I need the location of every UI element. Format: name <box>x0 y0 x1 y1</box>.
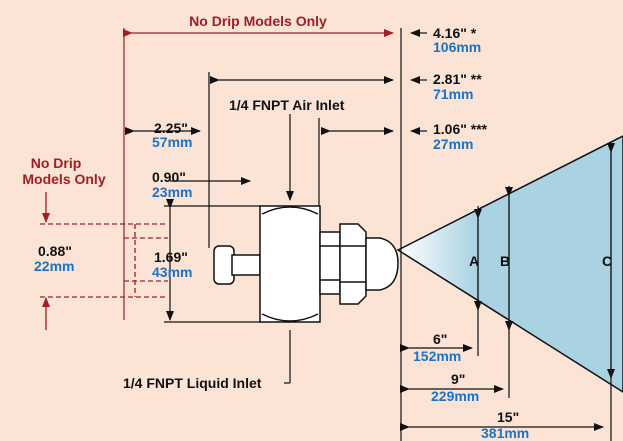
tip-dim-inch: 1.06" *** <box>433 121 488 137</box>
dist-6-mm: 152mm <box>413 348 461 364</box>
drip-dims <box>40 192 168 330</box>
drip-height-mm: 22mm <box>34 258 74 274</box>
body-height-inch: 1.69" <box>154 249 188 265</box>
cap-dim-mm: 23mm <box>152 184 192 200</box>
side-note-line1: No Drip <box>31 155 82 171</box>
mid-dim-mm: 71mm <box>433 86 473 102</box>
dist-15-inch: 15" <box>497 409 519 425</box>
spray-label-c: C <box>602 253 612 269</box>
body-dim-mm: 57mm <box>152 134 192 150</box>
port-leaders <box>284 114 294 384</box>
air-inlet-label: 1/4 FNPT Air Inlet <box>229 97 345 113</box>
body-dim-inch: 2.25" <box>154 120 188 136</box>
dist-6-inch: 6" <box>433 331 447 347</box>
drip-height-inch: 0.88" <box>38 243 72 259</box>
dist-15-mm: 381mm <box>481 425 529 441</box>
vertical-dims <box>164 143 615 379</box>
cap-dim-inch: 0.90" <box>152 169 186 185</box>
overall-dim-inch: 4.16" * <box>433 25 477 41</box>
tip-dim-mm: 27mm <box>433 136 473 152</box>
right-leaders <box>410 29 427 135</box>
spray-label-a: A <box>469 253 479 269</box>
mid-dim-inch: 2.81" ** <box>433 71 482 87</box>
side-note-line2: Models Only <box>22 171 105 187</box>
overall-dim-mm: 106mm <box>433 39 481 55</box>
dist-9-mm: 229mm <box>431 388 479 404</box>
header-title: No Drip Models Only <box>189 13 327 29</box>
dist-9-inch: 9" <box>451 371 465 387</box>
body-height-mm: 43mm <box>152 264 192 280</box>
liquid-inlet-label: 1/4 FNPT Liquid Inlet <box>123 375 262 391</box>
nozzle-body <box>213 205 399 323</box>
spray-label-b: B <box>500 253 510 269</box>
horizontal-dims <box>125 76 604 431</box>
